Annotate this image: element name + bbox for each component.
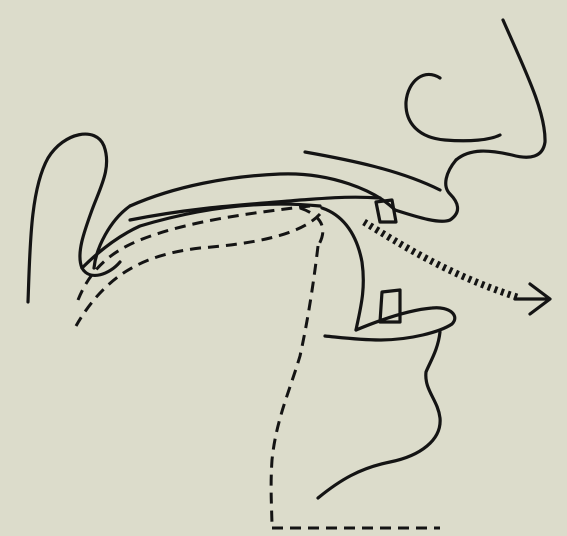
vocal-tract-diagram bbox=[0, 0, 567, 536]
paper-background bbox=[0, 0, 567, 536]
